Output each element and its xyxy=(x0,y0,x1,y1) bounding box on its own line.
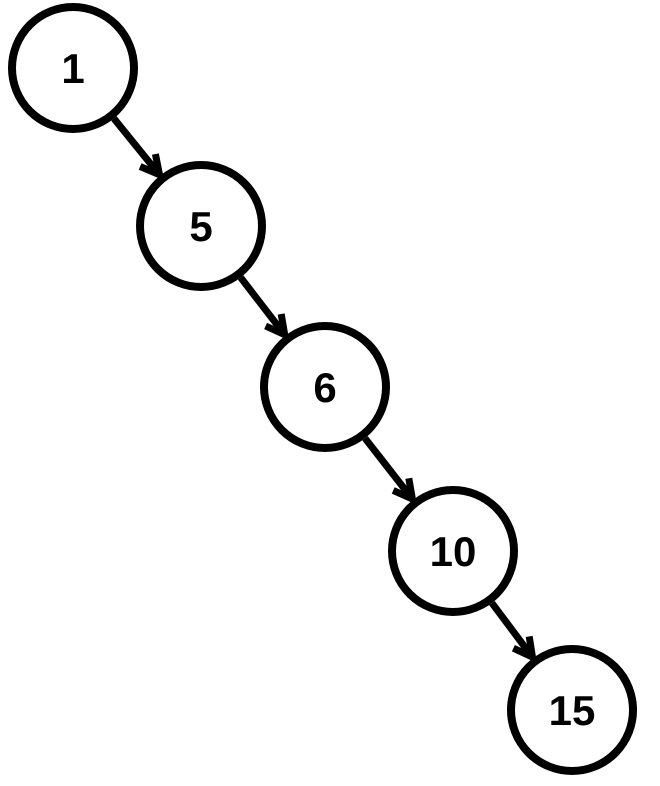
edge-10-to-15 xyxy=(489,600,537,664)
node-label: 10 xyxy=(430,528,477,575)
node-circle xyxy=(260,322,390,452)
node-circle xyxy=(8,3,138,133)
node-1: 1 xyxy=(8,3,138,133)
node-label: 15 xyxy=(549,687,596,734)
edge-line xyxy=(237,275,288,337)
arrowhead-icon xyxy=(511,635,537,664)
node-label: 6 xyxy=(313,364,336,411)
node-5: 5 xyxy=(136,161,266,291)
node-10: 10 xyxy=(388,486,518,616)
edge-1-to-5 xyxy=(111,116,165,181)
edge-5-to-6 xyxy=(237,275,290,341)
node-circle xyxy=(136,161,266,291)
edge-line xyxy=(489,600,536,660)
node-6: 6 xyxy=(260,322,390,452)
edge-line xyxy=(111,116,163,177)
node-label: 5 xyxy=(189,203,212,250)
edge-line xyxy=(362,436,416,502)
arrowhead-icon xyxy=(138,153,165,181)
node-circle xyxy=(507,645,637,775)
arrowhead-icon xyxy=(264,313,290,341)
node-15: 15 xyxy=(507,645,637,775)
node-label: 1 xyxy=(61,45,84,92)
arrowhead-icon xyxy=(391,477,417,505)
node-circle xyxy=(388,486,518,616)
edge-6-to-10 xyxy=(362,436,417,505)
